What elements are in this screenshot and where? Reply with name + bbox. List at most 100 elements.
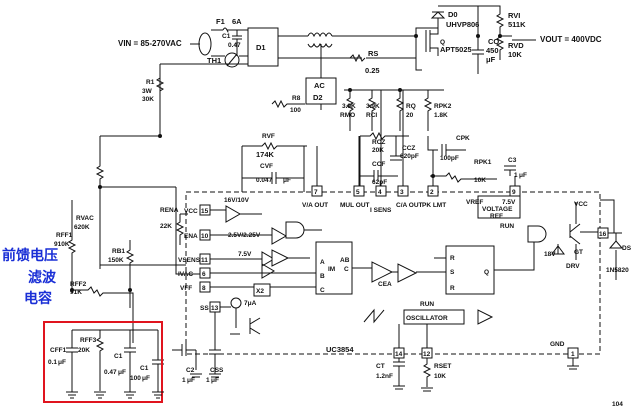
cvf-value: 0.047 (256, 177, 273, 184)
c2-unit: μF (187, 377, 195, 384)
filter-cap-highlight (43, 321, 163, 403)
rpk1-value: 10K (474, 177, 486, 184)
inductor-primary (307, 32, 333, 38)
rpk2-label: RPK2 (434, 103, 452, 110)
rvi-rvd (478, 5, 505, 60)
c1-filter-symbol (124, 330, 136, 392)
c1b-unit: μF (142, 375, 150, 382)
rmo-value: 3.9K (342, 103, 356, 110)
svg-text:13: 13 (211, 305, 219, 312)
uvlo-wires (210, 209, 262, 215)
cpk-value: 100pF (440, 155, 459, 162)
rvf-value: 174K (256, 150, 275, 159)
rci-value: 3.9K (366, 103, 380, 110)
rff2-value: 91K (70, 289, 82, 296)
ff-q: Q (484, 269, 489, 276)
rena-label: RENA (160, 207, 179, 214)
uvlo-label: 16V/10V (224, 197, 250, 204)
run-label-top: RUN (500, 223, 514, 230)
d0-part: UHVP806 (446, 20, 479, 29)
multiplier-block (315, 241, 353, 295)
mult-im: IM (328, 266, 335, 273)
c1-unit: μF (118, 369, 126, 376)
drv-label: DRV (566, 263, 580, 270)
vin-label: VIN = 85-270VAC (118, 39, 182, 48)
mosfet-q (415, 28, 439, 71)
rs-label: RS (368, 49, 378, 58)
mult-b: B (320, 273, 325, 280)
cvf-label: CVF (260, 163, 273, 170)
d0-symbol (430, 11, 446, 19)
annotation-line3: 电容 (24, 290, 52, 307)
co-value: 450 (486, 46, 499, 55)
co-symbol (472, 46, 484, 74)
sens-ref-label: 7.5V (238, 251, 252, 258)
svg-text:7: 7 (314, 189, 318, 196)
drv-zener-label: 18V (544, 251, 556, 258)
ccz-value: 620pF (400, 153, 419, 160)
c3-unit: μF (519, 172, 527, 179)
mult-a: A (320, 259, 325, 266)
va-amp (271, 249, 290, 267)
rena-symbol (175, 213, 188, 245)
rff3-value: 20K (78, 347, 90, 354)
pin-isens-label: I SENS (370, 207, 392, 214)
ccz-symbol (390, 136, 402, 161)
mult-c2: C (344, 266, 349, 273)
c1b-symbol (152, 330, 164, 392)
rset-value: 10K (434, 373, 446, 380)
c2-symbol (172, 344, 197, 370)
rb1-value: 150K (108, 257, 124, 264)
r8-symbol (271, 99, 305, 109)
bridge-out-wires (278, 35, 300, 59)
pin-vff-label: VFF (180, 285, 192, 292)
c2-value: 1 (182, 377, 186, 384)
top-pin-wires (316, 90, 516, 186)
vref-ref: REF (490, 213, 503, 220)
pin-va-out-label: V/A OUT (302, 202, 328, 209)
rvac-label: RVAC (76, 215, 94, 222)
ct-value: 1.2nF (376, 373, 393, 380)
page-number: 104 (612, 401, 623, 407)
svg-text:8: 8 (202, 285, 206, 292)
ena-wires (210, 229, 322, 236)
ccf-label: CCF (372, 161, 385, 168)
vref-pin-label: VREF (466, 199, 483, 206)
cvf-symbol (242, 172, 304, 184)
r8-value: 100 (290, 107, 301, 114)
junction-dots (70, 34, 502, 292)
vout-label: VOUT = 400VDC (540, 35, 602, 44)
mult-c: C (320, 287, 325, 294)
drv-vcc: VCC (574, 201, 588, 208)
svg-text:4: 4 (378, 189, 382, 196)
cin-symbol (232, 30, 242, 56)
cff1-symbol (66, 330, 78, 392)
annotation-line2: 滤波 (28, 269, 57, 286)
vref-value: 7.5V (502, 199, 516, 206)
rcz-label: RCZ (372, 139, 385, 146)
r8-label: R8 (292, 95, 301, 102)
rmo-label: RMO (340, 112, 355, 119)
cff1-unit: μF (58, 359, 66, 366)
annotation-line1: 前馈电压 (2, 247, 58, 264)
svg-text:5: 5 (356, 189, 360, 196)
ic-top-pins: 7 V/A OUT 5 MUL OUT 4 I SENS 3 C/A OUT 2… (302, 90, 521, 214)
r1-symbol (155, 77, 165, 92)
ct-label: CT (376, 363, 385, 370)
c1-value: 0.47 (104, 369, 117, 376)
rff1-symbol (67, 200, 77, 293)
rff2-symbol (72, 286, 134, 343)
rvac-wires (100, 186, 200, 275)
ramp-symbol (363, 308, 385, 324)
cvf-unit: μF (283, 177, 291, 184)
ground-symbols (66, 358, 579, 399)
svg-text:14: 14 (395, 351, 403, 358)
svg-text:15: 15 (201, 208, 209, 215)
svg-text:10: 10 (201, 233, 209, 240)
css-symbol (209, 312, 221, 374)
ena-comparator (271, 227, 288, 245)
ff-wires (434, 242, 535, 273)
rq-symbol (395, 90, 405, 131)
cea-wires (352, 267, 434, 273)
rff1-label: RFF1 (56, 232, 73, 239)
